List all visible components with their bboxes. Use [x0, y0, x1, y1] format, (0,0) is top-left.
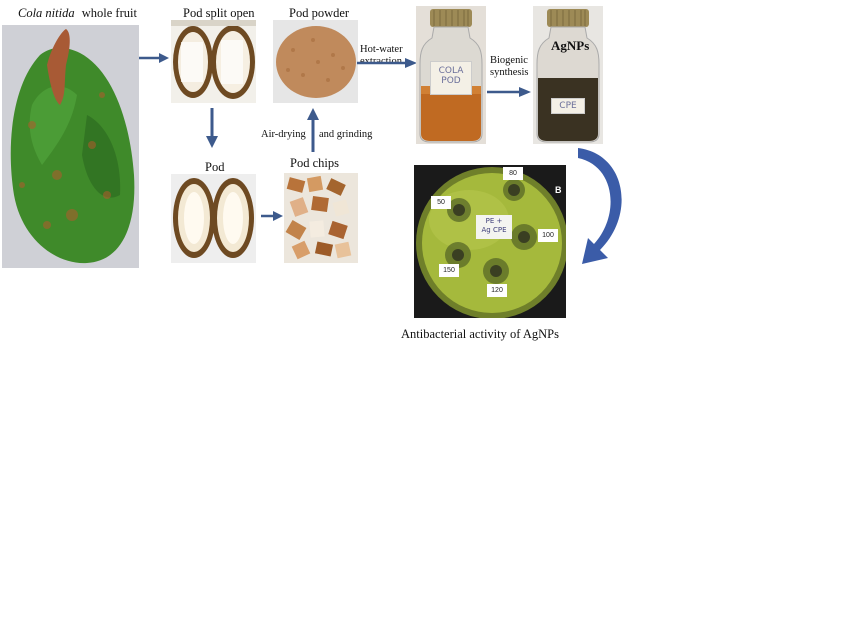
- whole-fruit-text: whole fruit: [81, 6, 137, 20]
- antibacterial-caption: Antibacterial activity of AgNPs: [401, 327, 559, 341]
- down-arrow-icon: [206, 108, 218, 148]
- bottle-label: COLA POD: [430, 61, 472, 95]
- disc-label-150: 150: [439, 264, 459, 277]
- agnps-label: AgNPs: [551, 38, 590, 53]
- disc-label-80: 80: [503, 167, 523, 180]
- hot-water-line1: Hot-water: [360, 44, 403, 55]
- species-name: Cola nitida: [18, 6, 75, 20]
- agnps-bottle-photo: CPE: [533, 6, 603, 144]
- right-arrow-icon: [357, 58, 417, 68]
- right-arrow-icon: [487, 87, 531, 97]
- bottle-label-line2: POD: [441, 76, 461, 87]
- petri-plate-photo: PE + Ag CPE B 80 50 100 150 120: [414, 165, 566, 318]
- extract-bottle-photo: COLA POD: [416, 6, 486, 144]
- pod-powder-label: Pod powder: [289, 6, 350, 20]
- pod-label: Pod: [205, 160, 225, 174]
- up-arrow-icon: [307, 108, 319, 152]
- grinding-label: and grinding: [319, 129, 373, 140]
- hot-water-label: Hot-water extraction: [360, 44, 403, 68]
- biogenic-label: Biogenic synthesis: [490, 55, 529, 79]
- plate-center-line2: Ag CPE: [481, 226, 507, 234]
- disc-label-100: 100: [538, 229, 558, 242]
- pod-powder-photo: [273, 20, 358, 103]
- plate-center-line1: PE +: [485, 217, 503, 225]
- right-arrow-icon: [261, 211, 283, 221]
- pod-chips-label: Pod chips: [290, 156, 339, 170]
- biogenic-line2: synthesis: [490, 67, 529, 79]
- disc-label-120: 120: [487, 284, 507, 297]
- pod-photo: [171, 174, 256, 263]
- disc-label-50: 50: [431, 196, 451, 209]
- hot-water-line2: extraction: [360, 56, 402, 68]
- right-arrow-icon: [139, 53, 169, 63]
- biogenic-line1: Biogenic: [490, 55, 528, 66]
- bottle-label: CPE: [551, 98, 585, 114]
- plate-center-label: PE + Ag CPE: [476, 217, 512, 235]
- pod-split-open-photo: [171, 20, 256, 103]
- air-drying-label: Air-drying: [261, 129, 306, 140]
- whole-fruit-photo: [2, 25, 139, 268]
- pod-chips-photo: [284, 173, 358, 263]
- plate-corner-letter: B: [555, 185, 562, 195]
- curved-arrow-icon: [578, 148, 622, 264]
- whole-fruit-label: Cola nitida whole fruit: [18, 6, 137, 21]
- bottle-label-line1: COLA: [438, 66, 464, 76]
- pod-split-open-label: Pod split open: [183, 6, 255, 20]
